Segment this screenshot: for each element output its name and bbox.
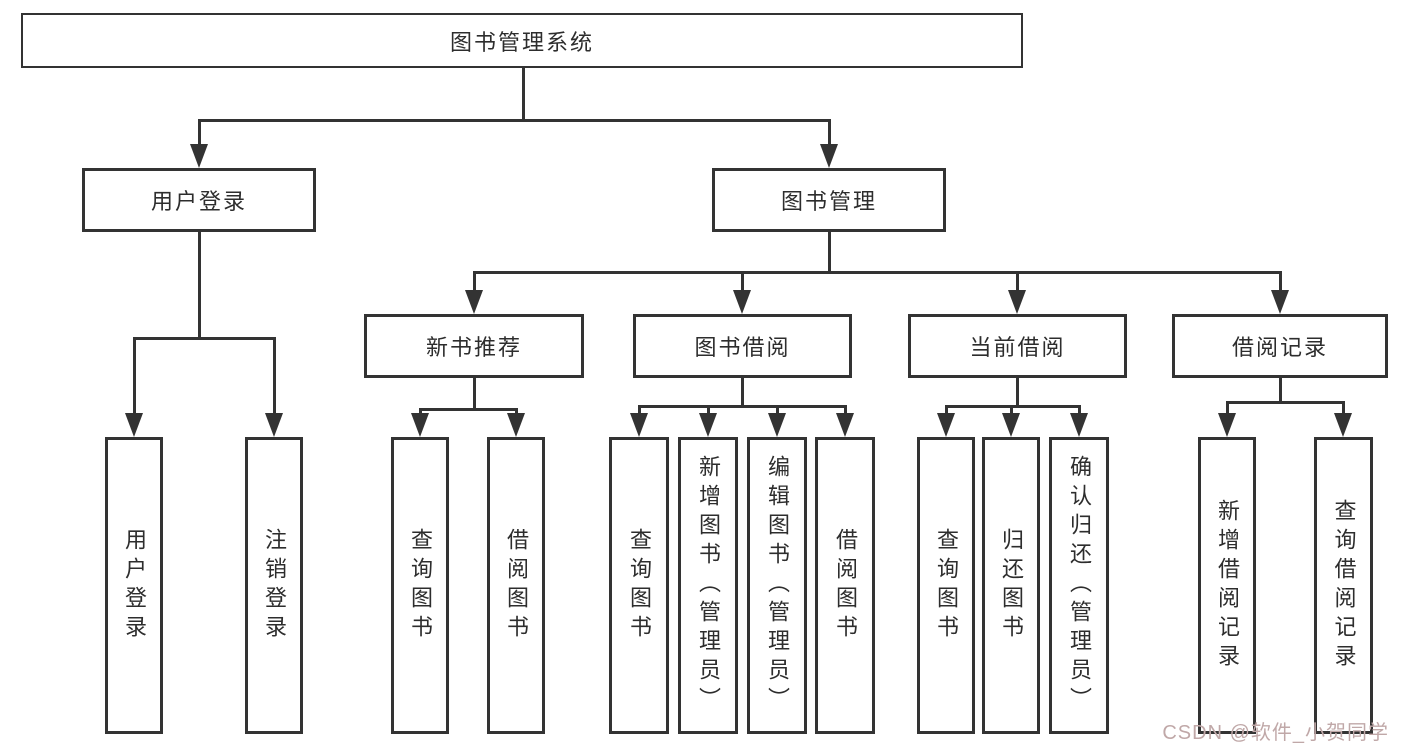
node-book-management: 图书管理 [712,168,946,232]
connector-line-horizontal [638,405,847,408]
connector-line-vertical [1342,401,1345,419]
arrow-down-icon [265,413,283,437]
connector-line-vertical [828,119,831,150]
leaf-recommend-borrow-books: 借阅图书 [487,437,545,734]
arrow-down-icon [1334,413,1352,437]
leaf-recommend-query-books: 查询图书 [391,437,449,734]
connector-line-vertical [473,378,476,410]
node-library-management-system: 图书管理系统 [21,13,1023,68]
leaf-user-login: 用户登录 [105,437,163,734]
leaf-current-query-books: 查询图书 [917,437,975,734]
arrow-down-icon [836,413,854,437]
arrow-down-icon [507,413,525,437]
arrow-down-icon [465,290,483,314]
connector-line-vertical [741,271,744,296]
leaf-borrow-query-books: 查询图书 [609,437,669,734]
arrow-down-icon [190,144,208,168]
connector-line-vertical [741,378,744,407]
arrow-down-icon [699,413,717,437]
connector-line-horizontal [473,271,1282,274]
leaf-current-return-books: 归还图书 [982,437,1040,734]
arrow-down-icon [1218,413,1236,437]
leaf-records-add-record: 新增借阅记录 [1198,437,1256,734]
connector-line-horizontal [198,119,831,122]
node-borrowing-records: 借阅记录 [1172,314,1388,378]
connector-line-vertical [638,405,641,419]
leaf-borrow-borrow-books: 借阅图书 [815,437,875,734]
leaf-records-query-record: 查询借阅记录 [1314,437,1373,734]
connector-line-vertical [473,271,476,296]
arrow-down-icon [768,413,786,437]
arrow-down-icon [1002,413,1020,437]
leaf-current-confirm-return-admin: 确认归还（管理员） [1049,437,1109,734]
arrow-down-icon [411,413,429,437]
connector-line-vertical [945,405,948,419]
connector-line-vertical [707,405,710,419]
arrow-down-icon [820,144,838,168]
connector-line-vertical [1078,405,1081,419]
connector-line-vertical [1279,378,1282,403]
node-current-borrowing: 当前借阅 [908,314,1127,378]
connector-line-vertical [198,119,201,150]
connector-line-vertical [1010,405,1013,419]
connector-line-vertical [198,232,201,339]
arrow-down-icon [1271,290,1289,314]
arrow-down-icon [630,413,648,437]
connector-line-vertical [522,68,525,121]
connector-line-vertical [1016,378,1019,407]
connector-line-vertical [844,405,847,419]
arrow-down-icon [937,413,955,437]
arrow-down-icon [1070,413,1088,437]
connector-line-vertical [273,337,276,419]
connector-line-vertical [1226,401,1229,419]
connector-line-horizontal [1226,401,1345,404]
connector-line-horizontal [133,337,276,340]
arrow-down-icon [733,290,751,314]
connector-line-vertical [776,405,779,419]
connector-line-vertical [133,337,136,419]
connector-line-vertical [1279,271,1282,296]
node-new-book-recommendation: 新书推荐 [364,314,584,378]
arrow-down-icon [125,413,143,437]
leaf-borrow-edit-books-admin: 编辑图书（管理员） [747,437,807,734]
node-user-login-group: 用户登录 [82,168,316,232]
connector-line-horizontal [945,405,1081,408]
connector-line-vertical [828,232,831,273]
connector-line-horizontal [419,408,518,411]
leaf-logout: 注销登录 [245,437,303,734]
connector-line-vertical [1016,271,1019,296]
node-book-borrowing: 图书借阅 [633,314,852,378]
arrow-down-icon [1008,290,1026,314]
csdn-watermark: CSDN @软件_小贺同学 [1162,722,1389,744]
leaf-borrow-add-books-admin: 新增图书（管理员） [678,437,738,734]
